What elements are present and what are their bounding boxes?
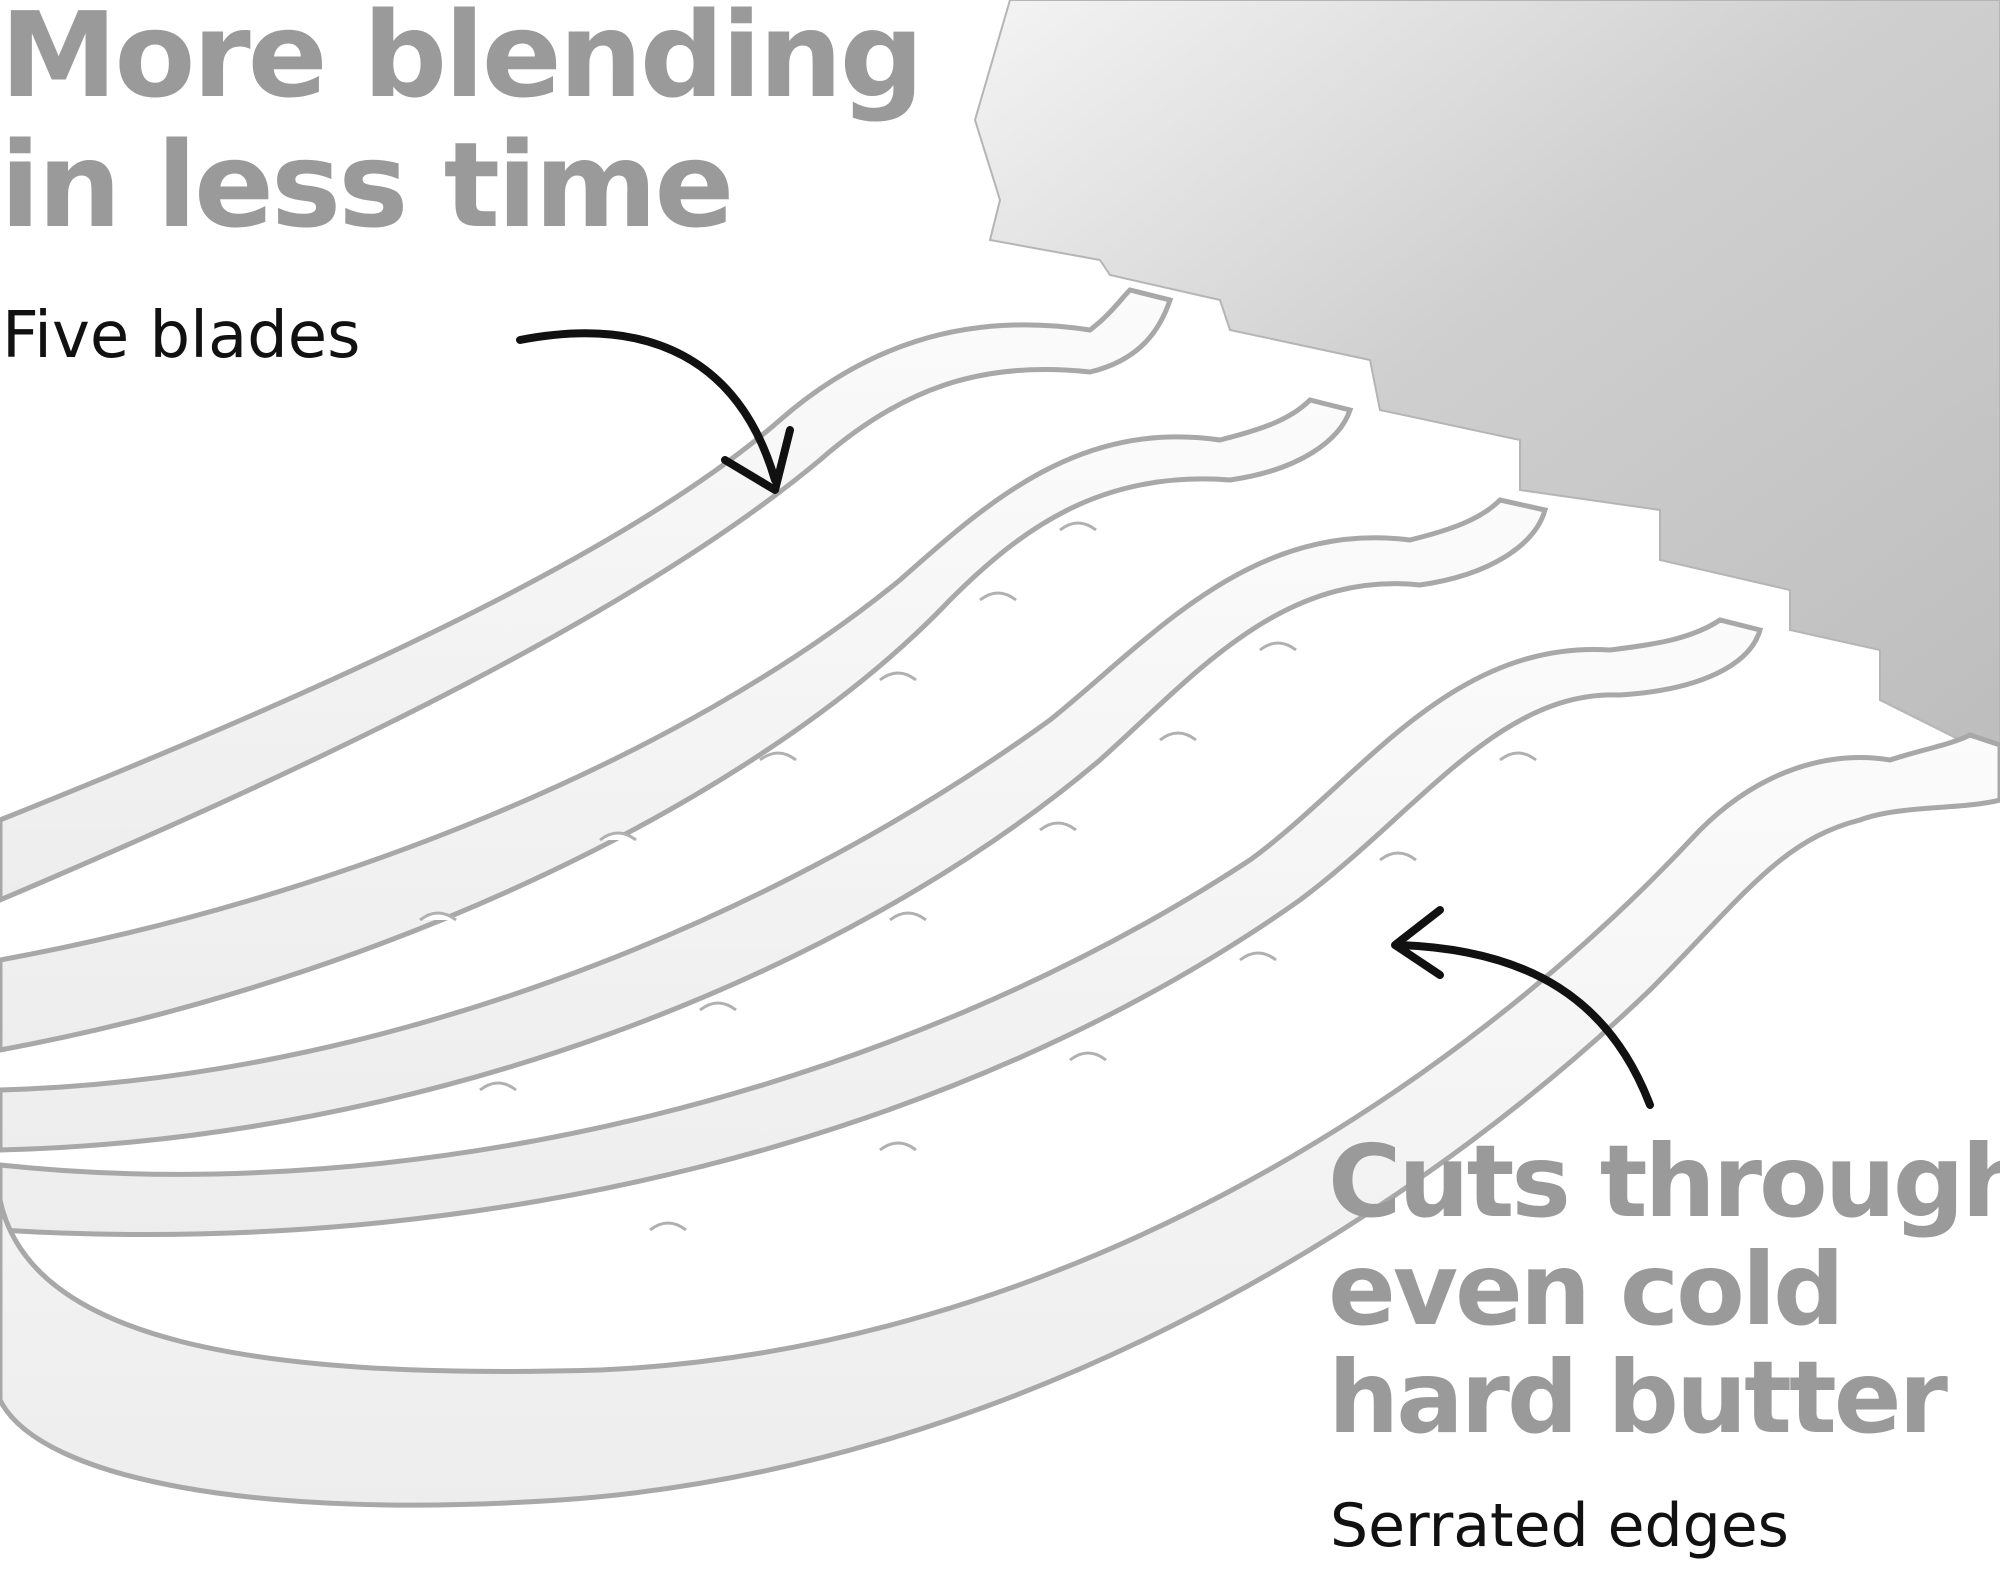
headline-bottom-line-3: hard butter [1328, 1339, 1948, 1456]
curved-arrow-icon [1391, 906, 1654, 1109]
curved-arrow-icon [516, 329, 794, 494]
blade-2 [0, 397, 1354, 1053]
headline-bottom-line-1: Cuts through [1328, 1123, 2000, 1240]
headline-cuts-through-butter: Cuts through even cold hard butter [1328, 1128, 2000, 1452]
handle-plate [973, 0, 2000, 762]
blade-3 [0, 497, 1549, 1153]
caption-serrated-edges: Serrated edges [1330, 1491, 1789, 1561]
caption-five-blades: Five blades [2, 299, 361, 373]
blade-4 [0, 617, 1764, 1238]
headline-bottom-line-2: even cold [1328, 1231, 1845, 1348]
blade-1 [0, 287, 1174, 903]
headline-more-blending: More blending in less time [0, 0, 1000, 250]
serration-notches [419, 521, 1537, 1232]
headline-top-line-2: in less time [0, 116, 734, 254]
headline-top-line-1: More blending [0, 0, 924, 124]
